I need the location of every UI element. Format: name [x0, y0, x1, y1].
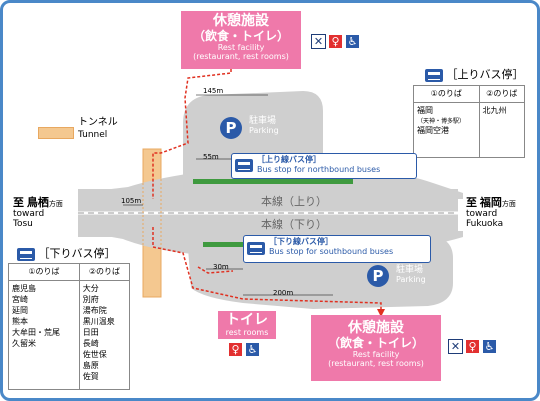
parking-south-label: 駐車場 Parking: [396, 265, 426, 285]
accessible-icon: ♿: [245, 342, 260, 357]
southbound-stop-en: Bus stop for southbound buses: [269, 247, 394, 256]
route-north: [152, 64, 232, 199]
south-bus-dest: 島原: [82, 361, 99, 370]
toilet-en: rest rooms: [225, 328, 269, 337]
distance-30m: 30m: [213, 263, 229, 271]
south-bus-dest: 久留米: [12, 339, 36, 348]
tunnel-legend-jp: トンネル: [78, 117, 118, 128]
north-bus-dest: （天神・博多駅）: [417, 118, 466, 125]
route-south: [152, 227, 382, 311]
south-bus-header-1: ①のりば: [8, 263, 80, 281]
south-bus-dest: 日田: [82, 328, 99, 337]
tunnel-legend: トンネル Tunnel: [78, 117, 118, 141]
north-rest-facility: 休憩施設 （飲食・トイレ） Rest facility (restaurant,…: [181, 11, 301, 69]
south-bus-dest: 熊本: [12, 317, 28, 326]
north-rest-en1: Rest facility: [217, 43, 265, 52]
bus-icon: [235, 159, 253, 172]
south-bus-col2: 大分 別府 湯布院 黒川温泉 日田 長崎 佐世保 島原 佐賀: [78, 280, 131, 390]
distance-145m: 145m: [203, 87, 224, 95]
direction-right: 至 福岡方面 toward Fukuoka: [466, 196, 516, 229]
tunnel-legend-swatch: [38, 127, 74, 139]
accessible-icon: ♿: [345, 34, 360, 49]
south-bus-dest: 延岡: [12, 306, 28, 315]
north-bus-col1: 福岡 （天神・博多駅） 福岡空港: [413, 102, 480, 158]
bus-icon: [425, 68, 443, 82]
direction-right-en2: Fukuoka: [466, 219, 504, 229]
southbound-bus-stop: ［下り線バス停］ Bus stop for southbound buses: [243, 235, 431, 263]
south-bus-dest: 長崎: [82, 339, 99, 348]
south-rest-sub: （飲食・トイレ）: [327, 336, 424, 350]
direction-right-city: 福岡: [479, 196, 502, 209]
direction-left-city: 鳥栖: [26, 196, 49, 209]
parking-icon: P: [367, 265, 389, 287]
direction-left-suffix: 方面: [48, 200, 63, 208]
toilet-name: トイレ: [226, 312, 268, 328]
distance-105m: 105m: [121, 197, 142, 205]
bus-icon: [247, 242, 265, 255]
south-bus-dest: 佐賀: [82, 372, 99, 381]
south-bus-dest: 佐世保: [82, 350, 107, 359]
north-bus-table: ①のりば ②のりば 福岡 （天神・博多駅） 福岡空港 北九州: [413, 85, 526, 158]
parking-south-en: Parking: [396, 275, 426, 284]
northbound-stop-en: Bus stop for northbound buses: [257, 165, 381, 174]
restaurant-icon: ✕: [311, 34, 326, 49]
north-bus-dest: 福岡空港: [417, 126, 449, 135]
parking-north-label: 駐車場 Parking: [249, 116, 279, 136]
toilet-icon: ♀: [328, 34, 343, 49]
north-bus-dest: 北九州: [482, 106, 507, 115]
bus-icon: [17, 247, 35, 261]
south-bus-dest: 黒川温泉: [82, 317, 115, 326]
distance-55m: 55m: [203, 153, 219, 161]
south-rest-name: 休憩施設: [348, 320, 404, 336]
north-bus-header-1: ①のりば: [413, 85, 480, 103]
northbound-stop-jp: ［上り線バス停］: [257, 155, 321, 164]
north-rest-name: 休憩施設: [213, 13, 269, 29]
south-rest-en1: Rest facility: [352, 350, 400, 359]
south-rest-en2: (restaurant, rest rooms): [328, 359, 424, 368]
northbound-bus-stop: ［上り線バス停］ Bus stop for northbound buses: [231, 153, 417, 179]
green-strip-north: [193, 179, 353, 184]
direction-right-suffix: 方面: [501, 200, 516, 208]
north-bus-header-2: ②のりば: [478, 85, 526, 103]
south-bus-title: ［下りバス停］: [17, 245, 116, 261]
parking-icon: P: [220, 117, 242, 139]
north-bus-title-text: ［上りバス停］: [446, 68, 524, 81]
tunnel-legend-en: Tunnel: [78, 130, 108, 140]
toilet-icon: ♀: [465, 339, 480, 354]
parking-north-jp: 駐車場: [249, 116, 277, 126]
parking-south-jp: 駐車場: [396, 265, 424, 275]
north-bus-title: ［上りバス停］: [425, 66, 524, 82]
direction-left-en1: toward: [13, 209, 45, 219]
road-down-label: 本線（下り）: [261, 218, 327, 231]
north-bus-col2: 北九州: [478, 102, 526, 158]
south-bus-header-2: ②のりば: [78, 263, 131, 281]
toilet-icon: ♀: [228, 342, 243, 357]
south-bus-dest: 大牟田・荒尾: [12, 328, 60, 337]
direction-left-en2: Tosu: [13, 219, 33, 229]
south-bus-table: ①のりば ②のりば 鹿児島 宮崎 延岡 熊本 大牟田・荒尾 久留米 大分 別府 …: [8, 263, 131, 390]
north-rest-en2: (restaurant, rest rooms): [193, 52, 289, 61]
restaurant-icon: ✕: [448, 339, 463, 354]
road-up-label: 本線（上り）: [261, 195, 327, 208]
south-bus-col1: 鹿児島 宮崎 延岡 熊本 大牟田・荒尾 久留米: [8, 280, 80, 390]
south-bus-dest: 湯布院: [82, 306, 107, 315]
south-rest-facility: 休憩施設 （飲食・トイレ） Rest facility (restaurant,…: [311, 315, 441, 381]
south-bus-dest: 宮崎: [12, 295, 28, 304]
south-bus-dest: 鹿児島: [12, 284, 36, 293]
toilet-facility: トイレ rest rooms: [218, 311, 276, 339]
north-rest-sub: （飲食・トイレ）: [192, 29, 289, 43]
south-bus-dest: 別府: [82, 295, 99, 304]
parking-north-en: Parking: [249, 126, 279, 135]
direction-left: 至 鳥栖方面 toward Tosu: [13, 196, 63, 229]
direction-right-prefix: 至: [466, 196, 477, 209]
direction-right-en1: toward: [466, 209, 498, 219]
direction-left-prefix: 至: [13, 196, 24, 209]
south-bus-dest: 大分: [82, 284, 99, 293]
south-bus-title-text: ［下りバス停］: [38, 247, 116, 260]
accessible-icon: ♿: [482, 339, 497, 354]
distance-200m: 200m: [273, 289, 294, 297]
north-bus-dest: 福岡: [417, 106, 433, 115]
southbound-stop-jp: ［下り線バス停］: [269, 237, 333, 246]
